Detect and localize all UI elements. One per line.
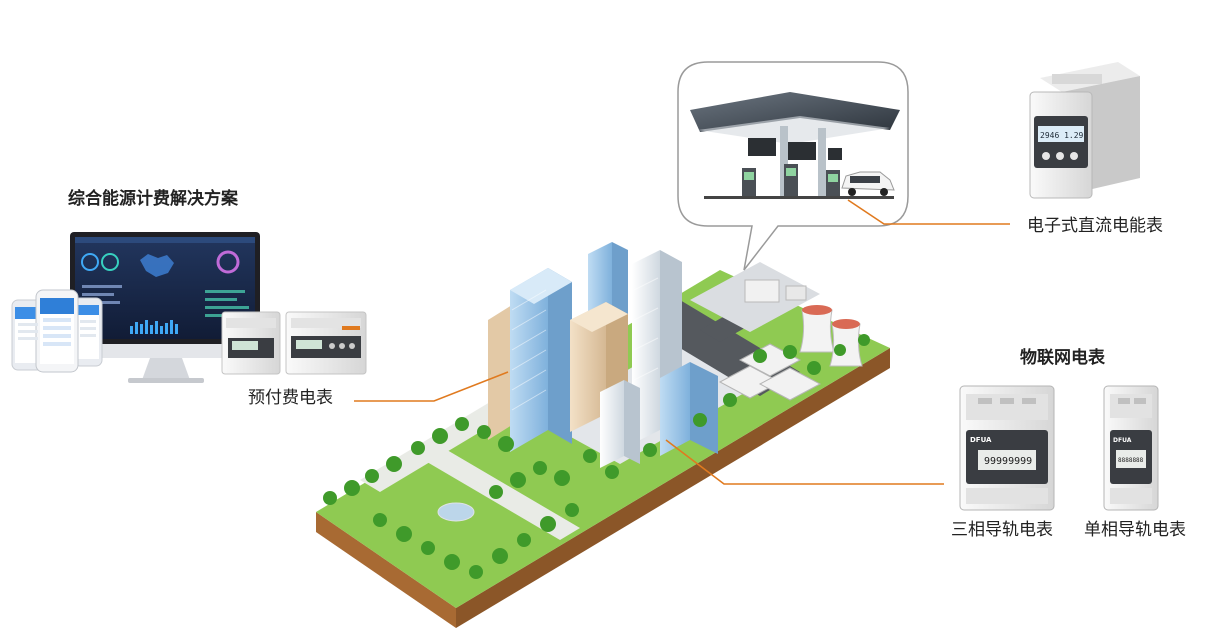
leader-line-iot-meter <box>665 439 944 485</box>
three-phase-meter-display: 99999999 <box>984 456 1032 467</box>
single-phase-meter-brand: DFUA <box>1113 437 1132 444</box>
dc-meter-display: 2946 1.29 <box>1040 131 1084 140</box>
phones-illustration <box>11 289 103 373</box>
charging-station-callout <box>677 61 909 271</box>
dc-meter-label: 电子式直流电能表 <box>1027 216 1163 236</box>
leader-lines <box>354 199 1010 485</box>
skyscraper-white-front <box>600 380 640 468</box>
iot-meter-title: 物联网电表 <box>1020 348 1105 368</box>
trees <box>323 334 870 579</box>
single-phase-meter-label: 单相导轨电表 <box>1084 520 1186 540</box>
three-phase-meter-brand: DFUA <box>970 436 992 444</box>
single-phase-meter-illustration <box>1103 385 1159 511</box>
solution-title: 综合能源计费解决方案 <box>68 189 238 209</box>
prepaid-meter-label: 预付费电表 <box>248 388 333 408</box>
three-phase-meter-label: 三相导轨电表 <box>951 520 1053 540</box>
skyscraper-blue-front <box>660 362 718 456</box>
prepaid-meter-illustration <box>221 311 367 375</box>
leader-line-dc-meter <box>847 199 1010 225</box>
dc-meter-illustration <box>1029 62 1140 199</box>
single-phase-meter-display: 8888888 <box>1118 457 1144 464</box>
skyscraper-blue-main <box>510 268 572 452</box>
three-phase-meter-illustration <box>959 385 1055 511</box>
leader-line-prepaid <box>354 371 509 402</box>
city-island-illustration <box>316 242 890 628</box>
